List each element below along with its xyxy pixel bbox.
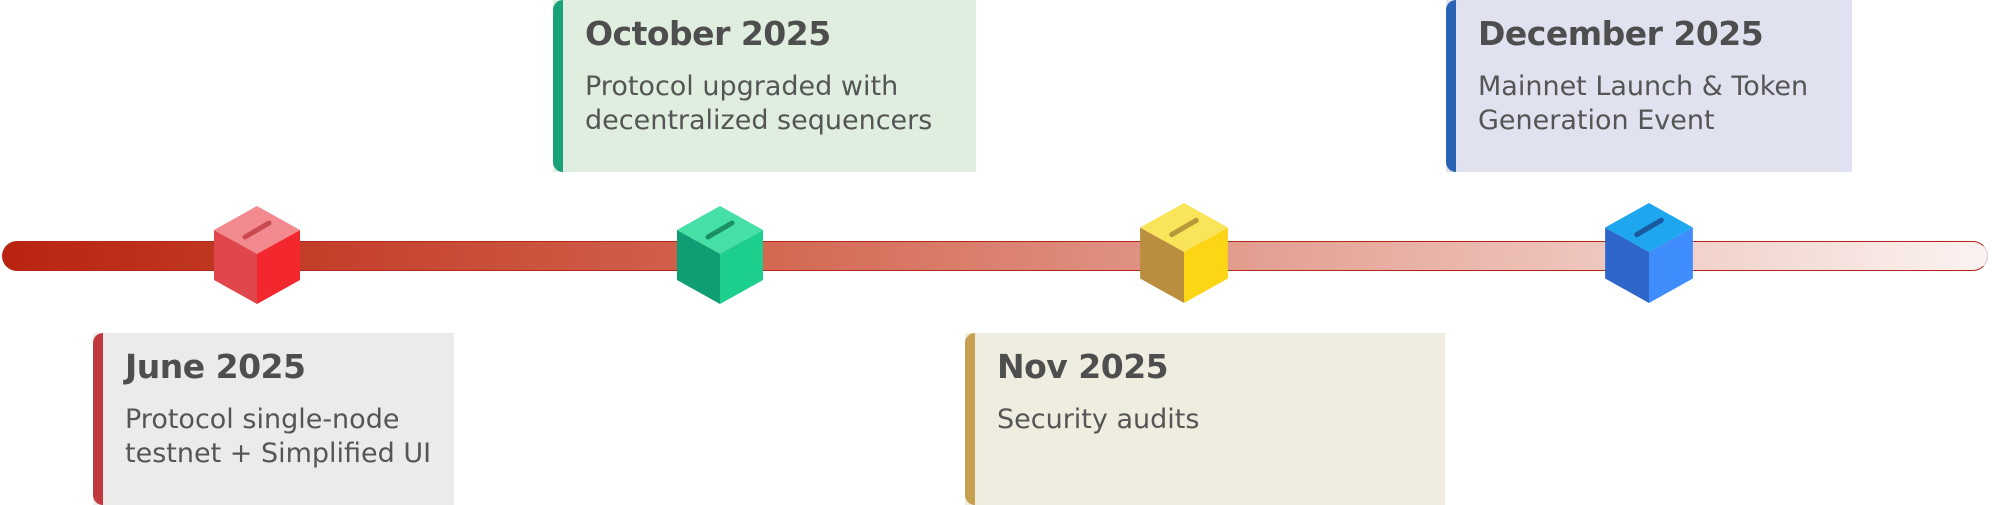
red-cube-icon: [214, 206, 300, 304]
milestone-card-june-2025: June 2025 Protocol single-node testnet +…: [93, 333, 454, 505]
card-accent-stripe: [93, 333, 103, 505]
yellow-cube-icon: [1140, 203, 1228, 303]
milestone-description: Protocol upgraded with decentralized seq…: [585, 70, 968, 138]
description-line: Protocol single-node: [125, 404, 400, 435]
milestone-description: Mainnet Launch & Token Generation Event: [1478, 70, 1844, 138]
description-line: testnet + Simplified UI: [125, 438, 432, 469]
card-accent-stripe: [1446, 0, 1456, 172]
milestone-card-december-2025: December 2025 Mainnet Launch & Token Gen…: [1446, 0, 1852, 172]
description-line: decentralized sequencers: [585, 105, 933, 136]
milestone-card-october-2025: October 2025 Protocol upgraded with dece…: [553, 0, 976, 172]
description-line: Generation Event: [1478, 105, 1715, 136]
milestone-date: June 2025: [125, 347, 306, 386]
milestone-description: Security audits: [997, 403, 1437, 437]
card-accent-stripe: [553, 0, 563, 172]
milestone-card-nov-2025: Nov 2025 Security audits: [965, 333, 1445, 505]
card-accent-stripe: [965, 333, 975, 505]
description-line: Protocol upgraded with: [585, 71, 899, 102]
milestone-date: October 2025: [585, 14, 831, 53]
green-cube-icon: [677, 206, 763, 304]
blue-cube-icon: [1605, 203, 1693, 303]
milestone-description: Protocol single-node testnet + Simplifie…: [125, 403, 446, 471]
description-line: Mainnet Launch & Token: [1478, 71, 1809, 102]
milestone-date: Nov 2025: [997, 347, 1169, 386]
description-line: Security audits: [997, 404, 1200, 435]
milestone-date: December 2025: [1478, 14, 1764, 53]
